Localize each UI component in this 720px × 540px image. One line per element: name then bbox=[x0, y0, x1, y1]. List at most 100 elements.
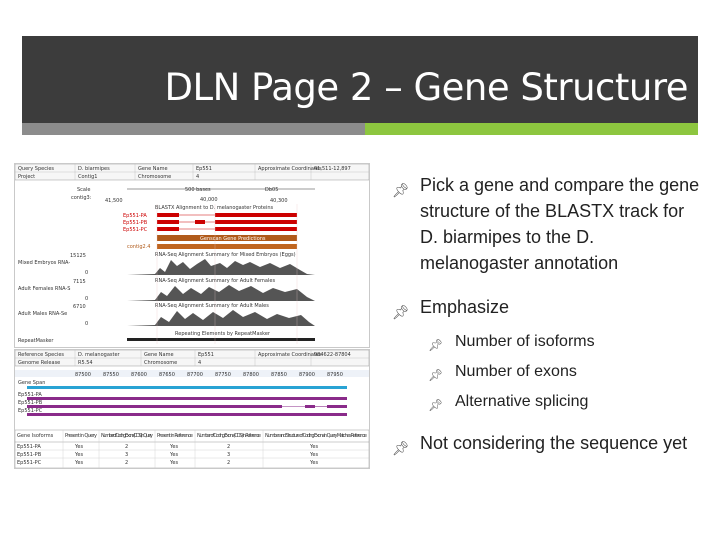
table-cell: 3 bbox=[125, 452, 128, 458]
ref-approx-label: Approximate Coordinates bbox=[258, 352, 322, 358]
ref-gene-name-label: Gene Name bbox=[144, 352, 174, 358]
rnaseq-track-1: Mixed Embryos RNA- bbox=[18, 260, 70, 266]
pin-bullet-icon: 📌︎ bbox=[392, 182, 410, 198]
col-header: Present in Reference bbox=[157, 433, 193, 439]
accent-bar-green bbox=[365, 123, 698, 135]
col-header: Gene Isoforms bbox=[17, 433, 54, 439]
ruler-tick: 87700 bbox=[187, 372, 203, 378]
track-label-pa: Ep551-PA bbox=[18, 392, 42, 398]
hdr-gene-name-label: Gene Name bbox=[138, 166, 168, 172]
sub-bullet-text: Number of isoforms bbox=[455, 333, 595, 350]
ref-species-label: Reference Species bbox=[18, 352, 64, 358]
table-cell: Ep551-PB bbox=[17, 452, 42, 458]
scale-label: Scale bbox=[77, 187, 90, 193]
table-cell: Yes bbox=[169, 452, 178, 458]
comparison-table bbox=[14, 429, 370, 469]
ref-species: D. melanogaster bbox=[78, 352, 121, 358]
table-cell: Yes bbox=[74, 444, 83, 450]
accent-bar bbox=[22, 123, 698, 135]
rnaseq-max-1: 15125 bbox=[70, 253, 86, 259]
reference-figure: Reference Species Genome Release D. mela… bbox=[14, 349, 370, 469]
ref-gene-name: Ep551 bbox=[198, 352, 214, 358]
hdr-chromosome: 4 bbox=[196, 174, 199, 180]
table-cell: Ep551-PC bbox=[17, 460, 42, 466]
ruler-tick: 87500 bbox=[75, 372, 91, 378]
col-header: Number of Coding Exons (CDS) in Referenc… bbox=[197, 433, 261, 439]
bullet-list: 📌︎ Pick a gene and compare the gene stru… bbox=[386, 172, 706, 474]
genome-browser-figure: Query Species Project D. biarmipes Conti… bbox=[14, 163, 370, 348]
hdr-gene-name: Ep551 bbox=[196, 166, 212, 172]
bullet-text: Pick a gene and compare the gene structu… bbox=[420, 175, 700, 273]
pin-bullet-icon: 📌︎ bbox=[428, 338, 444, 352]
db-label: Db05 bbox=[265, 187, 278, 193]
hdr-query-species: D. biarmipes bbox=[78, 166, 110, 172]
accent-bar-grey bbox=[22, 123, 365, 135]
repeat-track: RepeatMasker bbox=[18, 338, 54, 344]
table-cell: Ep551-PA bbox=[17, 444, 41, 450]
ref-approx: 984622-87804 bbox=[314, 352, 351, 358]
hdr-project: Contig1 bbox=[78, 174, 97, 180]
ruler-tick: 87650 bbox=[159, 372, 175, 378]
sub-bullet-text: Alternative splicing bbox=[455, 393, 589, 410]
bullet-text: Emphasize bbox=[420, 297, 510, 317]
mid-coord: 40,000 bbox=[200, 197, 218, 203]
table-cell: Yes bbox=[74, 452, 83, 458]
table-cell: 3 bbox=[227, 452, 230, 458]
gene-span-bar bbox=[27, 386, 347, 389]
repeat-bar bbox=[127, 338, 315, 341]
table-cell: Yes bbox=[74, 460, 83, 466]
track-label-gene-span: Gene Span bbox=[18, 380, 45, 386]
left-coord: 41,500 bbox=[105, 198, 123, 204]
genome-browser-svg: Query Species Project D. biarmipes Conti… bbox=[14, 163, 370, 344]
gene-pred-title: Genscan Gene Predictions bbox=[200, 236, 266, 242]
table-cell: 2 bbox=[125, 444, 128, 450]
repeat-title: Repeating Elements by RepeatMasker bbox=[175, 331, 271, 337]
rnaseq-coverage-2 bbox=[127, 285, 315, 301]
rnaseq-zero-3: 0 bbox=[85, 321, 88, 327]
contig-label: contig3: bbox=[71, 195, 92, 201]
sub-bullet-item: 📌︎ Alternative splicing bbox=[386, 392, 706, 412]
title-bar: DLN Page 2 – Gene Structure bbox=[22, 36, 698, 123]
browser-guides bbox=[156, 204, 298, 344]
pin-bullet-icon: 📌︎ bbox=[428, 398, 444, 412]
rnaseq-track-3: Adult Males RNA-Se bbox=[18, 311, 67, 317]
genome-release-label: Genome Release bbox=[18, 360, 60, 366]
gene-prediction-bar bbox=[157, 235, 297, 241]
rnaseq-coverage-3 bbox=[127, 310, 315, 326]
ruler-tick: 87850 bbox=[271, 372, 287, 378]
rnaseq-title-1: RNA-Seq Alignment Summary for Mixed Embr… bbox=[155, 252, 296, 258]
sub-bullet-text: Number of exons bbox=[455, 363, 577, 380]
right-coord: 40,300 bbox=[270, 198, 288, 204]
ruler-tick: 87550 bbox=[103, 372, 119, 378]
rnaseq-coverage-1 bbox=[127, 259, 315, 275]
col-header: Number and Structure of Coding Exons in … bbox=[265, 433, 367, 439]
sub-bullet-item: 📌︎ Number of exons bbox=[386, 362, 706, 382]
isoform-bar-pa bbox=[27, 397, 347, 400]
track-label-pb: Ep551-PB bbox=[18, 400, 43, 406]
ruler-tick: 87750 bbox=[215, 372, 231, 378]
col-header: Number of Coding Exons (CDS) in Query bbox=[101, 433, 153, 439]
reference-svg: Reference Species Genome Release D. mela… bbox=[14, 349, 370, 469]
sub-bullet-item: 📌︎ Number of isoforms bbox=[386, 332, 706, 352]
rnaseq-max-3: 6710 bbox=[73, 304, 86, 310]
bullet-item: 📌︎ Not considering the sequence yet bbox=[386, 430, 706, 456]
gene-pred-item-bar bbox=[157, 244, 297, 249]
hdr-project-label: Project bbox=[18, 174, 35, 180]
genome-release: R5.54 bbox=[78, 360, 93, 366]
hdr-chromosome-label: Chromosome bbox=[138, 174, 171, 180]
rnaseq-track-2: Adult Females RNA-S bbox=[18, 286, 70, 292]
bullet-item: 📌︎ Emphasize bbox=[386, 294, 706, 320]
hdr-approx: 41,511-12,897 bbox=[314, 166, 351, 172]
ref-chromosome-label: Chromosome bbox=[144, 360, 177, 366]
table-cell: 2 bbox=[227, 444, 230, 450]
table-cell: Yes bbox=[309, 460, 318, 466]
pin-bullet-icon: 📌︎ bbox=[392, 440, 410, 456]
blastx-isoform-tracks bbox=[157, 213, 297, 231]
isoform-label-pa: Ep551-PA bbox=[123, 213, 147, 219]
track-label-pc: Ep551-PC bbox=[18, 408, 43, 414]
rnaseq-max-2: 7115 bbox=[73, 279, 86, 285]
bases-label: 500 bases bbox=[185, 187, 211, 193]
slide-title: DLN Page 2 – Gene Structure bbox=[164, 66, 689, 109]
table-cell: Yes bbox=[309, 444, 318, 450]
rnaseq-title-3: RNA-Seq Alignment Summary for Adult Male… bbox=[155, 303, 269, 309]
